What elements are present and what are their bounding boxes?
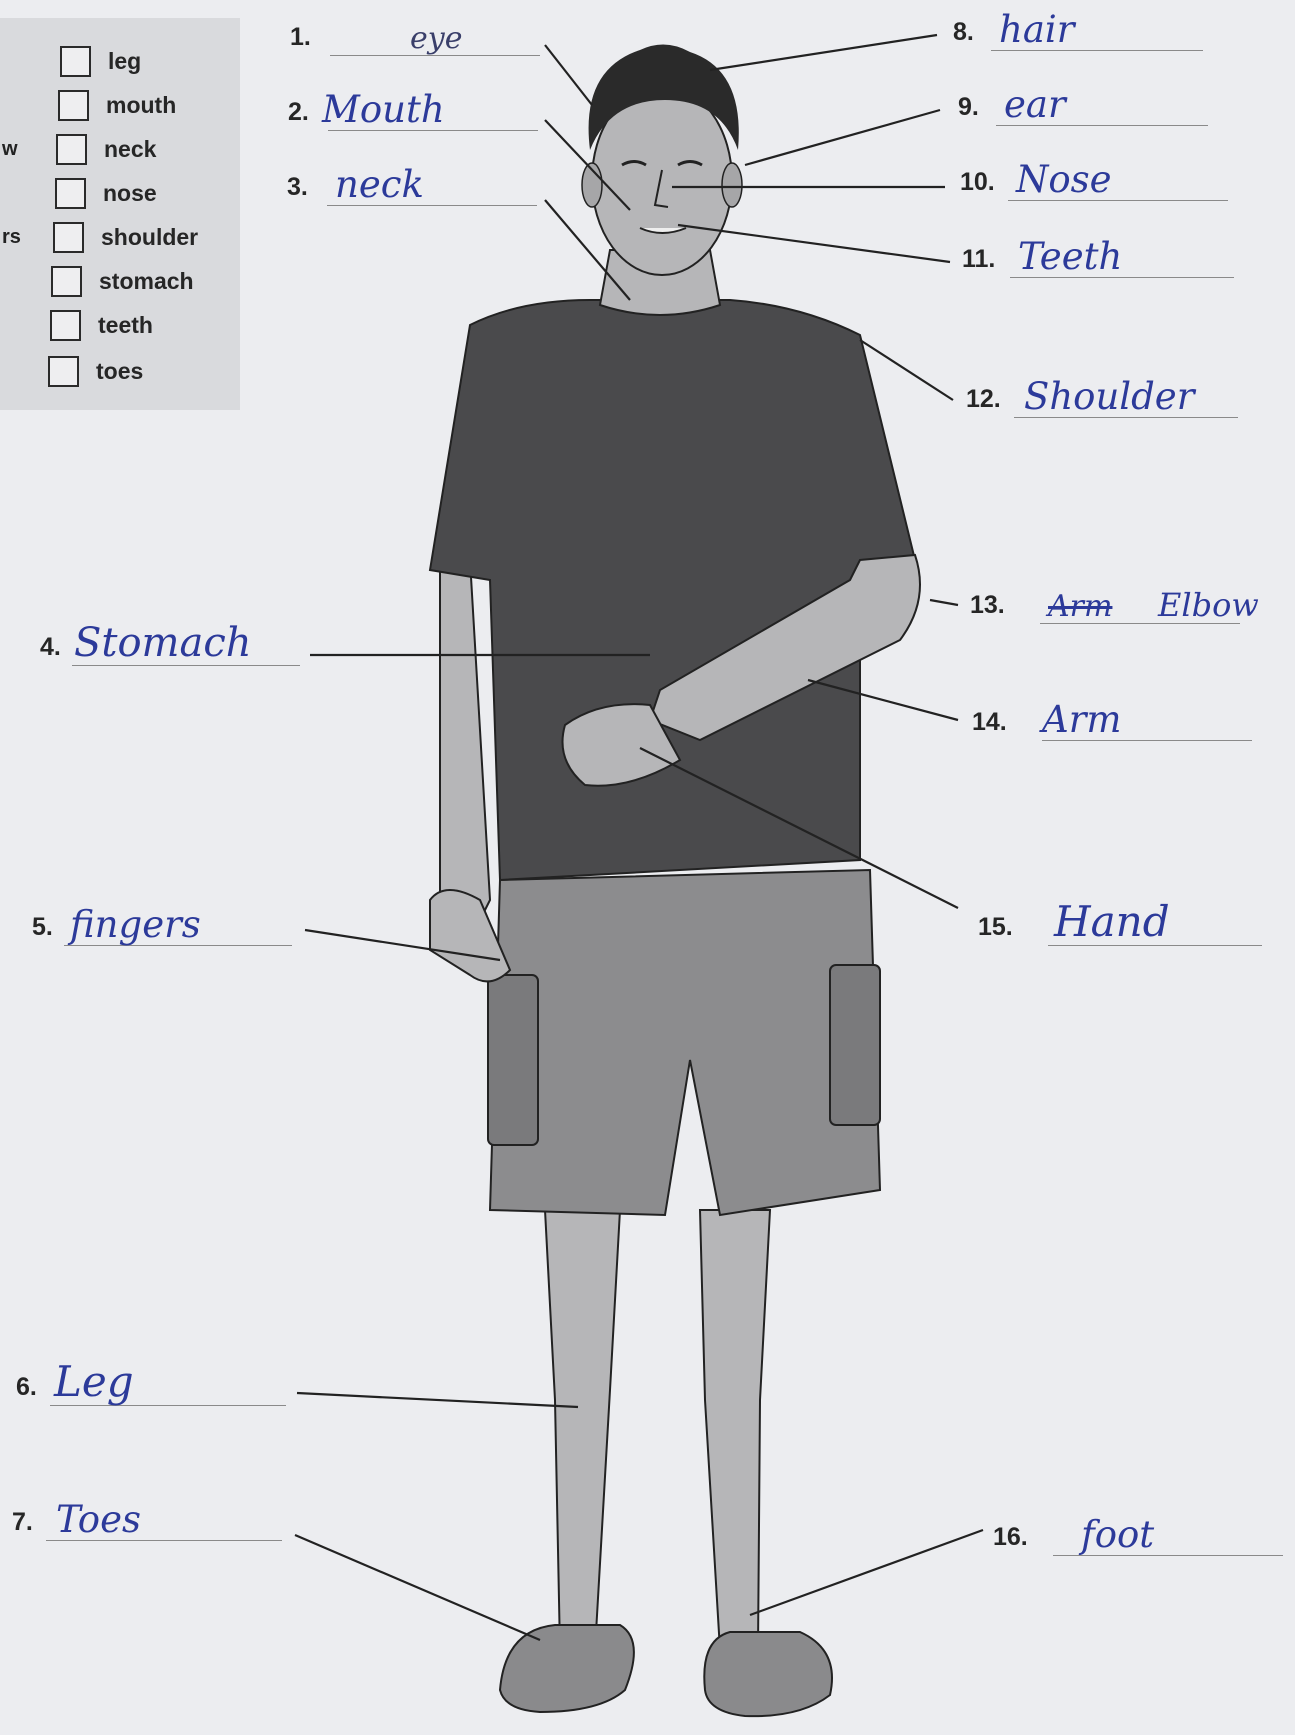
right-leg xyxy=(700,1210,770,1650)
label-number: 2. xyxy=(288,98,309,127)
label-number: 1. xyxy=(290,23,311,52)
word-teeth: teeth xyxy=(98,312,153,339)
label-number: 10. xyxy=(960,168,995,197)
word-bank-item-toes: toes xyxy=(0,356,240,396)
checkbox-leg[interactable] xyxy=(60,46,91,77)
answer-field[interactable]: Arm xyxy=(1042,698,1122,741)
answer-field[interactable]: Toes xyxy=(56,1498,141,1541)
left-sandal xyxy=(500,1625,634,1712)
right-cargo-pocket xyxy=(830,965,880,1125)
word-nose: nose xyxy=(103,180,157,207)
label-number: 15. xyxy=(978,913,1013,942)
word-shoulder: shoulder xyxy=(101,224,198,251)
word-bank-item-shoulder: shoulder xyxy=(0,222,240,262)
checkbox-neck[interactable] xyxy=(56,134,87,165)
checkbox-stomach[interactable] xyxy=(51,266,82,297)
answer-field[interactable]: hair xyxy=(999,8,1074,51)
checkbox-toes[interactable] xyxy=(48,356,79,387)
label-16: 16. foot xyxy=(993,1510,1283,1560)
answer-field[interactable]: Nose xyxy=(1016,158,1112,201)
label-6: 6. Leg xyxy=(16,1360,286,1410)
label-number: 14. xyxy=(972,708,1007,737)
answer-field[interactable]: Mouth xyxy=(322,88,445,131)
label-2: 2. Mouth xyxy=(288,85,538,135)
checkbox-nose[interactable] xyxy=(55,178,86,209)
answer-field[interactable]: neck xyxy=(335,163,424,206)
label-7: 7. Toes xyxy=(12,1495,282,1545)
checkbox-mouth[interactable] xyxy=(58,90,89,121)
label-9: 9. ear xyxy=(958,80,1208,130)
left-cargo-pocket xyxy=(488,975,538,1145)
word-bank-item-mouth: mouth xyxy=(0,90,240,130)
answer-field[interactable]: eye xyxy=(410,21,462,56)
word-leg: leg xyxy=(108,48,141,75)
answer-struck: Arm xyxy=(1048,589,1112,624)
word-neck: neck xyxy=(104,136,156,163)
label-15: 15. Hand xyxy=(978,900,1262,950)
word-mouth: mouth xyxy=(106,92,176,119)
label-number: 6. xyxy=(16,1373,37,1402)
label-4: 4. Stomach xyxy=(40,620,300,670)
left-arm xyxy=(440,560,490,940)
answer-field[interactable]: Leg xyxy=(54,1357,134,1406)
label-number: 8. xyxy=(953,18,974,47)
label-number: 4. xyxy=(40,633,61,662)
answer-field[interactable]: Shoulder xyxy=(1024,375,1194,418)
answer-field[interactable]: fingers xyxy=(70,903,201,946)
word-bank-item-neck: neck xyxy=(0,134,240,174)
label-number: 9. xyxy=(958,93,979,122)
label-1: 1. eye xyxy=(290,10,540,60)
label-11: 11. Teeth xyxy=(962,232,1234,282)
label-number: 13. xyxy=(970,591,1005,620)
word-bank-item-leg: leg xyxy=(0,46,240,86)
answer-field[interactable]: foot xyxy=(1081,1513,1154,1556)
label-number: 7. xyxy=(12,1508,33,1537)
label-5: 5. fingers xyxy=(32,900,292,950)
shorts xyxy=(490,870,880,1215)
word-bank-item-stomach: stomach xyxy=(0,266,240,306)
left-leg xyxy=(545,1210,620,1650)
checkbox-teeth[interactable] xyxy=(50,310,81,341)
answer-field[interactable]: ear xyxy=(1004,83,1066,126)
answer-field[interactable]: Elbow xyxy=(1158,586,1259,624)
label-10: 10. Nose xyxy=(960,155,1228,205)
word-bank: w rs leg mouth neck nose shoulder stomac… xyxy=(0,18,240,410)
label-12: 12. Shoulder xyxy=(966,372,1238,422)
label-number: 12. xyxy=(966,385,1001,414)
answer-field[interactable]: Stomach xyxy=(74,620,252,666)
word-bank-item-nose: nose xyxy=(0,178,240,218)
right-sandal xyxy=(704,1632,832,1716)
right-ear xyxy=(722,163,742,207)
label-3: 3. neck xyxy=(287,160,537,210)
label-number: 5. xyxy=(32,913,53,942)
answer-field[interactable]: Hand xyxy=(1054,897,1170,946)
label-14: 14. Arm xyxy=(972,695,1252,745)
checkbox-shoulder[interactable] xyxy=(53,222,84,253)
label-13: 13. Arm Elbow xyxy=(970,578,1288,628)
answer-field[interactable]: Teeth xyxy=(1018,235,1122,278)
word-stomach: stomach xyxy=(99,268,194,295)
label-number: 16. xyxy=(993,1523,1028,1552)
label-number: 3. xyxy=(287,173,308,202)
label-8: 8. hair xyxy=(953,5,1203,55)
label-number: 11. xyxy=(962,245,995,274)
word-bank-item-teeth: teeth xyxy=(0,310,240,350)
word-toes: toes xyxy=(96,358,143,385)
